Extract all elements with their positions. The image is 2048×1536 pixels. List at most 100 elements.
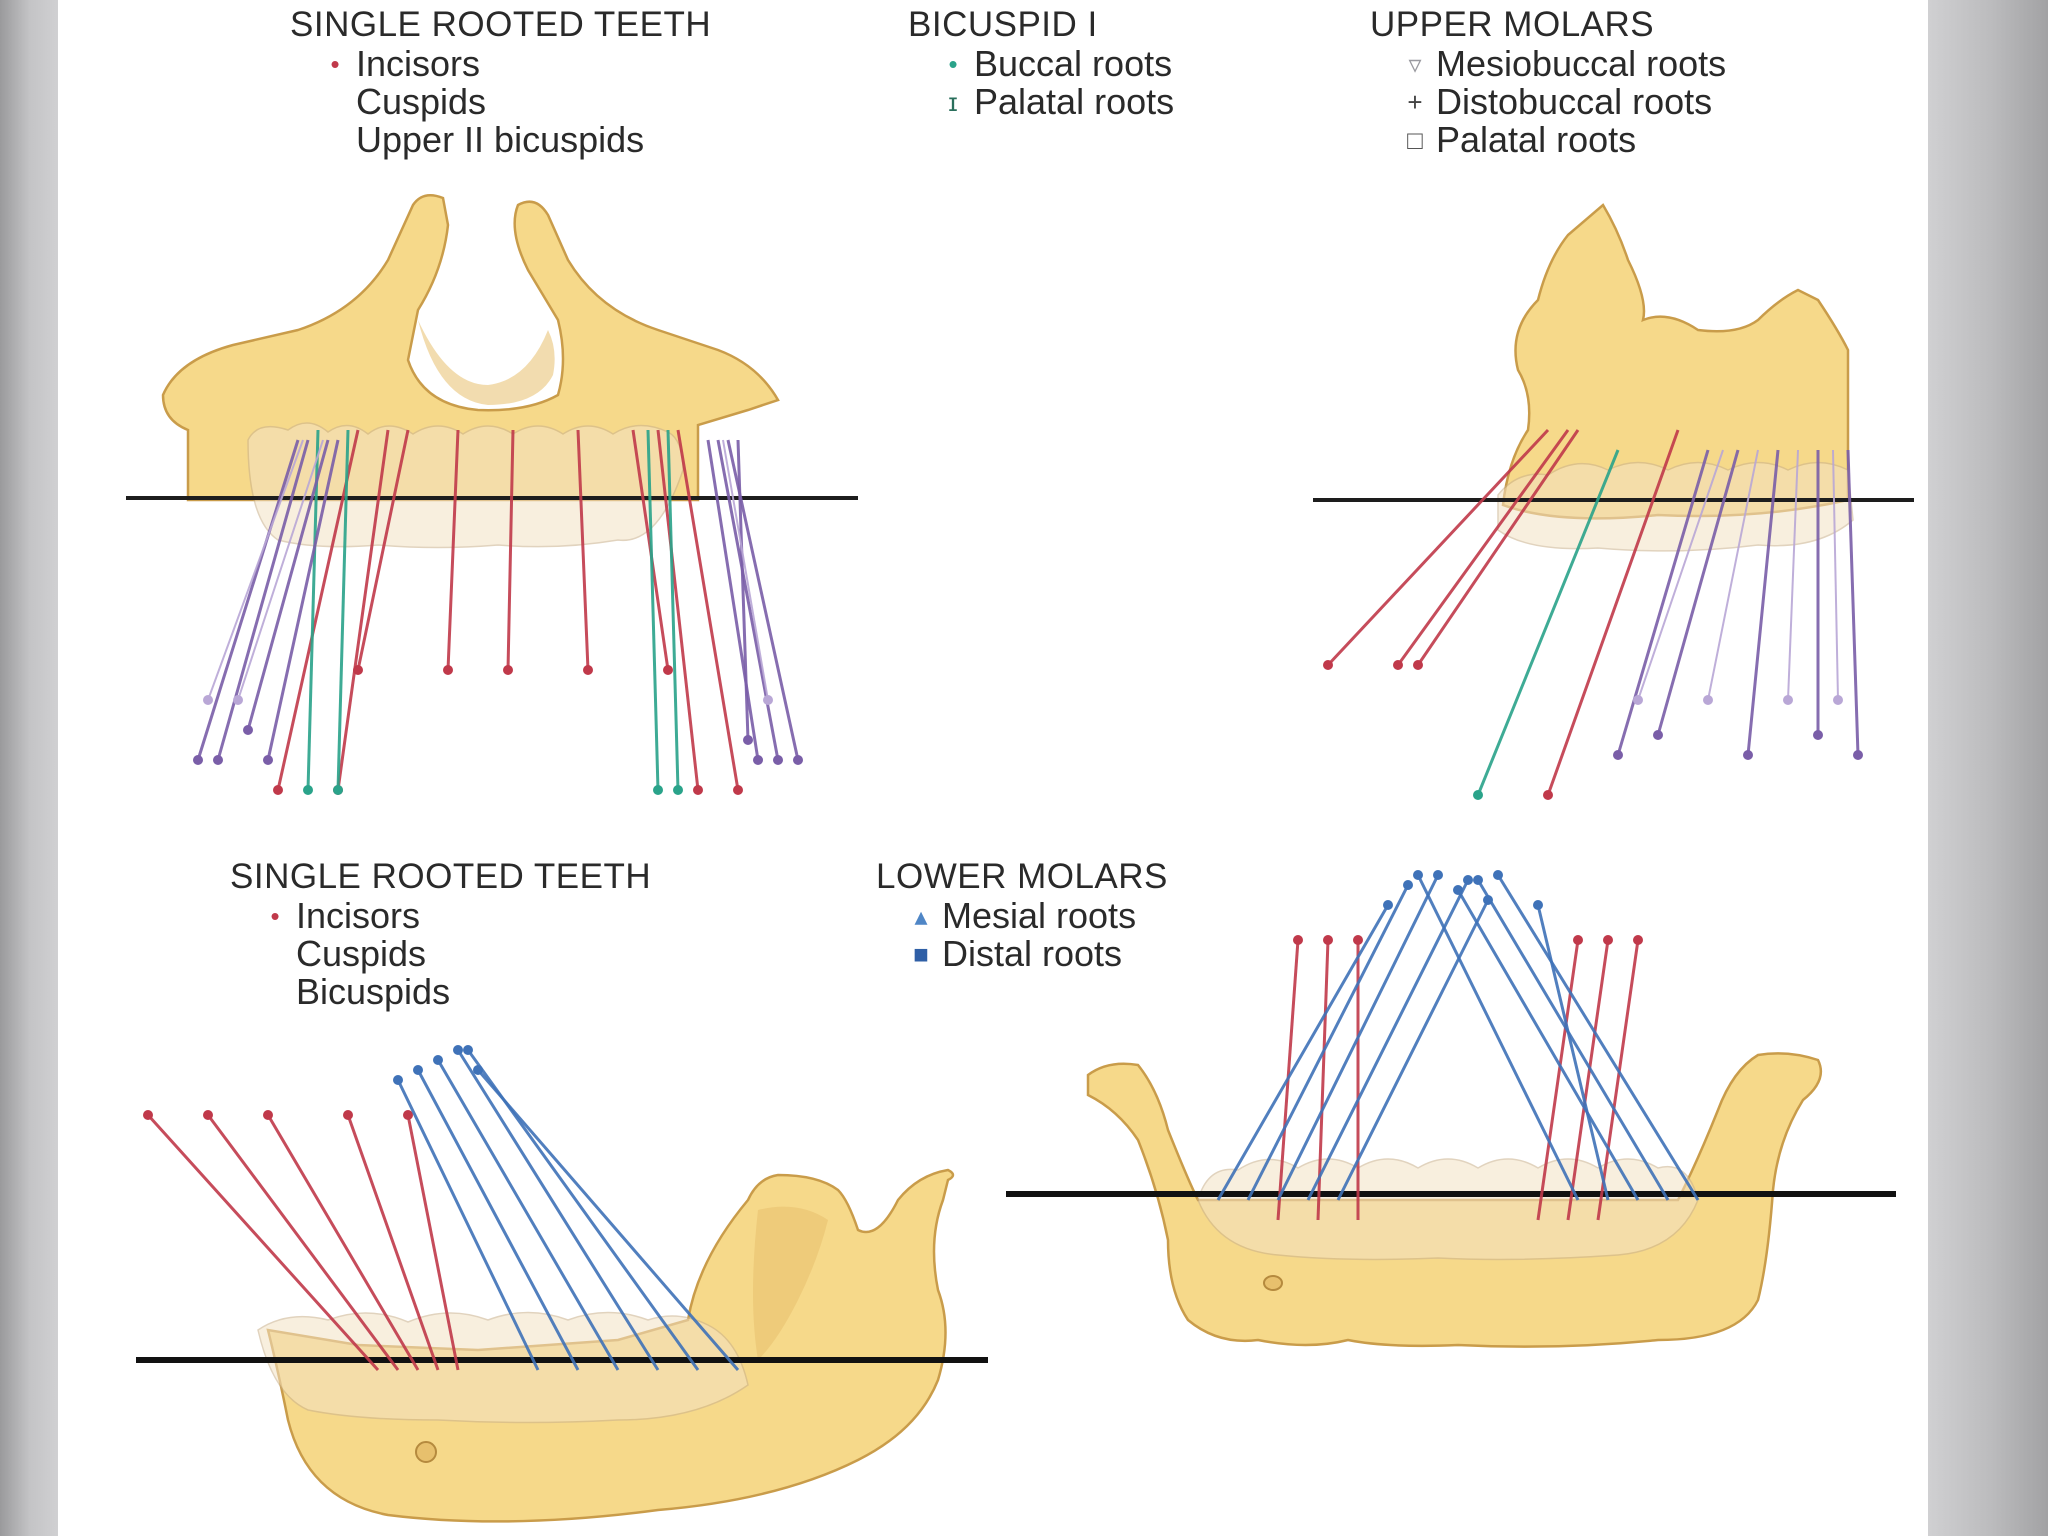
molar-root-line [1336, 899, 1490, 1201]
legend-item-buccal-roots: • Buccal roots [908, 45, 1174, 83]
incisor-root-line [266, 1114, 420, 1371]
molar-root-line [706, 439, 760, 761]
legend-title: LOWER MOLARS [876, 857, 1168, 896]
lower-side-mandible [136, 1168, 988, 1523]
root-end-marker [1453, 885, 1463, 895]
root-end-marker [693, 785, 703, 795]
root-projection-diagram [126, 193, 1914, 1523]
root-end-marker [403, 1110, 413, 1120]
legend-label: Mesiobuccal roots [1436, 43, 1727, 84]
root-end-marker [583, 665, 593, 675]
legend-item-palatal-roots: □Palatal roots [1370, 121, 1726, 159]
legend-item-upper-ii-bicuspids: Upper II bicuspids [290, 121, 711, 159]
molar-root-line [716, 439, 780, 761]
root-end-marker [1603, 935, 1613, 945]
molar-root-line [196, 439, 300, 761]
lower-front-mandible [1006, 1052, 1896, 1348]
legend-item-distal-roots: ■Distal roots [876, 935, 1168, 973]
root-end-marker [1573, 935, 1583, 945]
root-end-marker [1853, 750, 1863, 760]
incisor-root-line [206, 1114, 400, 1371]
root-end-marker [1463, 875, 1473, 885]
legend-label: Cuspids [296, 933, 427, 974]
legend-title: SINGLE ROOTED TEETH [290, 5, 712, 44]
triangle-marker-icon: ▿ [1408, 49, 1422, 79]
root-end-marker [473, 1065, 483, 1075]
maxilla-anterior-teeth [247, 422, 684, 549]
root-end-marker [1353, 935, 1363, 945]
incisor-root-line [1536, 939, 1580, 1221]
molar-root-line [216, 439, 310, 761]
bicuspid-root-line [1476, 449, 1620, 796]
root-end-marker [753, 755, 763, 765]
incisor-root-line [676, 429, 740, 791]
incisor-root-line [576, 429, 590, 671]
molar-root-line [1476, 879, 1670, 1201]
incisor-root-line [446, 429, 460, 671]
root-end-marker [1743, 750, 1753, 760]
incisor-root-line [1396, 429, 1570, 666]
root-end-marker [1633, 695, 1643, 705]
root-end-marker [303, 785, 313, 795]
root-end-marker [1833, 695, 1843, 705]
root-end-marker [193, 755, 203, 765]
molar-root-line [1416, 874, 1580, 1201]
root-end-marker [143, 1110, 153, 1120]
incisor-root-line [406, 1114, 460, 1371]
root-end-marker [673, 785, 683, 795]
incisor-root-line [1416, 429, 1580, 666]
legend-label: Mesial roots [942, 895, 1137, 936]
incisor-root-line [346, 1114, 440, 1371]
legend-label: Buccal roots [974, 43, 1173, 84]
molar-root-line [1707, 449, 1759, 701]
molar-root-line [1746, 449, 1780, 756]
legend-label: Incisors [356, 43, 481, 84]
legend-label: Upper II bicuspids [356, 119, 645, 160]
legend-upper-molars: UPPER MOLARS ▿Mesiobuccal roots +Distobu… [1370, 6, 1726, 159]
molar-root-line [1656, 449, 1740, 736]
root-end-marker [353, 665, 363, 675]
legend-label: Incisors [296, 895, 421, 936]
root-end-marker [663, 665, 673, 675]
root-end-marker [1323, 935, 1333, 945]
square-marker-icon: □ [1407, 125, 1423, 155]
legend-item-incisors: • Incisors [290, 45, 711, 83]
molar-root-line [1616, 449, 1710, 756]
legend-lower-single-rooted: SINGLE ROOTED TEETH •Incisors Cuspids Bi… [230, 858, 651, 1011]
root-end-marker [203, 695, 213, 705]
incisor-root-line [1596, 939, 1640, 1221]
dot-marker-icon: • [948, 49, 958, 79]
molar-root-line [722, 439, 769, 701]
dot-marker-icon: • [330, 49, 340, 79]
root-end-marker [1493, 870, 1503, 880]
root-end-marker [343, 1110, 353, 1120]
root-end-marker [1813, 730, 1823, 740]
root-projection-lines [143, 428, 1863, 1372]
root-end-marker [653, 785, 663, 795]
molar-root-line [736, 439, 750, 741]
upper-front-maxilla [126, 193, 858, 549]
root-end-marker [263, 1110, 273, 1120]
bicuspid-root-line [306, 429, 320, 791]
legend-item-distobuccal-roots: +Distobuccal roots [1370, 83, 1726, 121]
incisor-root-line [276, 429, 360, 791]
legend-item-incisors: •Incisors [230, 897, 651, 935]
root-end-marker [1783, 695, 1793, 705]
mental-foramen [415, 1441, 437, 1463]
legend-item-mesiobuccal-roots: ▿ Mesiobuccal roots [1370, 45, 1726, 83]
legend-item-mesial-roots: ▴Mesial roots [876, 897, 1168, 935]
molar-root-line [246, 439, 330, 731]
molar-root-line [207, 439, 304, 701]
incisor-root-line [146, 1113, 380, 1372]
root-end-marker [793, 755, 803, 765]
root-end-marker [1653, 730, 1663, 740]
root-end-marker [233, 695, 243, 705]
legend-label: Distobuccal roots [1436, 81, 1713, 122]
root-end-marker [433, 1055, 443, 1065]
root-end-marker [1323, 660, 1333, 670]
root-end-marker [243, 725, 253, 735]
legend-item-cuspids: Cuspids [290, 83, 711, 121]
legend-title: BICUSPID I [908, 5, 1098, 44]
root-end-marker [1473, 790, 1483, 800]
